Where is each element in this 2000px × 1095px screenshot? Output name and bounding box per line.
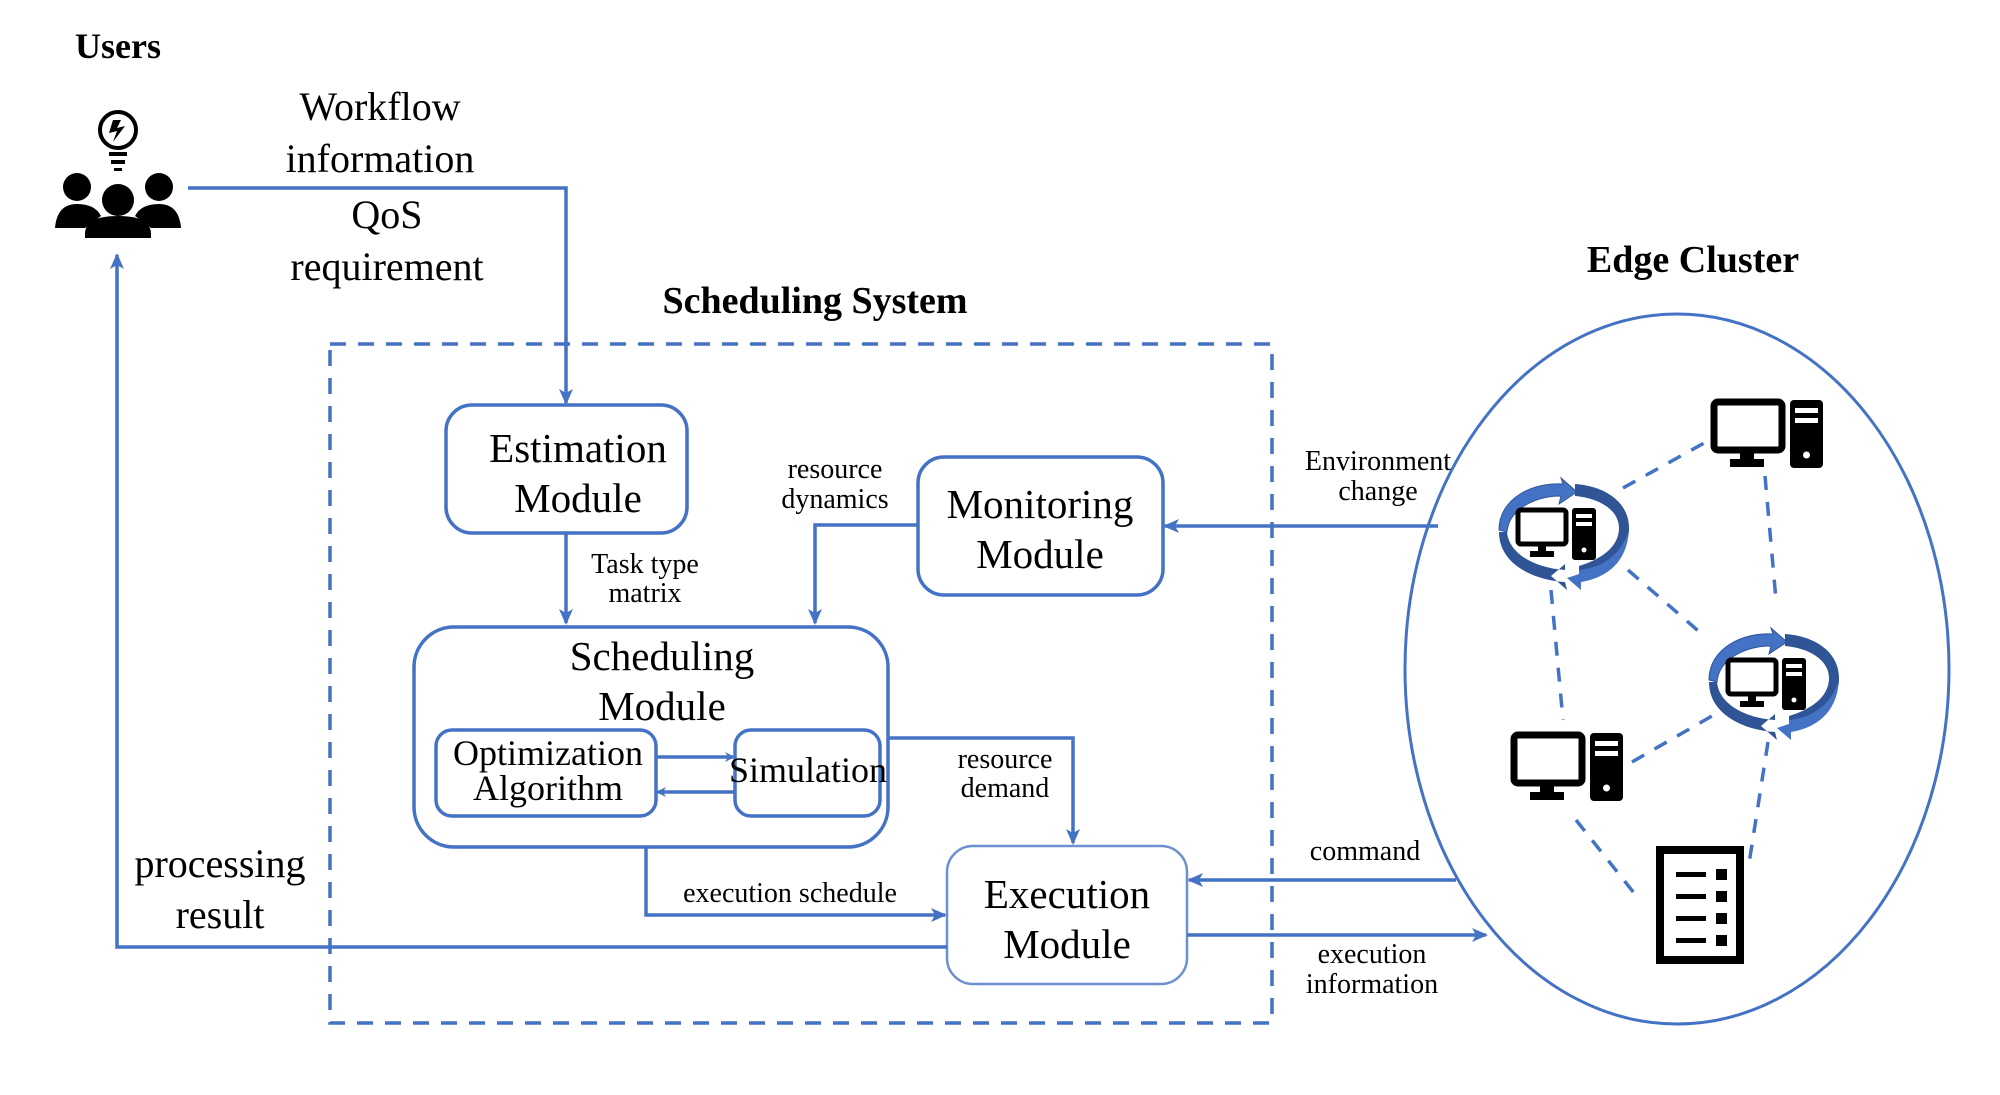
qos-label-1: QoS <box>351 192 422 237</box>
monitoring-module-label-2: Module <box>976 531 1104 577</box>
link-bottomleft-nodeB <box>1631 714 1713 764</box>
edge-cluster-boundary <box>1403 312 1951 1026</box>
link-nodeA-topright <box>1622 440 1707 490</box>
task-type-matrix-label-2: matrix <box>608 578 681 609</box>
execution-module-label-2: Module <box>1003 921 1131 967</box>
resource-dynamics-arrow <box>808 523 918 625</box>
desktop-computer-icon <box>1710 398 1823 468</box>
scheduling-system-title: Scheduling System <box>662 280 967 322</box>
link-topright-nodeB <box>1763 475 1778 601</box>
task-type-matrix-label-1: Task type <box>591 549 699 580</box>
scheduling-module-label-1: Scheduling <box>570 633 754 679</box>
workflow-arrow <box>188 186 573 405</box>
checklist-document-icon <box>1656 846 1744 964</box>
workflow-info-label-1: Workflow <box>299 84 460 129</box>
execution-module-box <box>945 844 1189 986</box>
desktop-computer-icon <box>1510 731 1623 801</box>
execution-schedule-arrow <box>644 847 947 922</box>
resource-dynamics-label-1: resource <box>788 454 883 485</box>
computer-sync-icon <box>1708 626 1839 740</box>
estimation-module-label-1: Estimation <box>489 425 667 471</box>
processing-result-label-2: result <box>176 892 265 937</box>
execution-module-label-1: Execution <box>984 871 1150 917</box>
link-nodeA-nodeB <box>1626 568 1705 637</box>
computer-sync-icon <box>1498 476 1629 590</box>
qos-label-2: requirement <box>290 244 483 289</box>
optimization-algorithm-box <box>434 728 658 818</box>
simulation-box <box>733 728 882 818</box>
edge-cluster-title: Edge Cluster <box>1587 239 1799 281</box>
processing-result-label-1: processing <box>134 841 305 886</box>
resource-demand-arrow <box>888 736 1080 845</box>
monitoring-module-label-1: Monitoring <box>947 481 1134 527</box>
processing-result-arrow <box>110 253 947 949</box>
resource-demand-label-2: demand <box>961 773 1050 804</box>
link-nodeB-document <box>1746 741 1770 871</box>
resource-dynamics-label-2: dynamics <box>781 484 888 515</box>
execution-information-label-1: execution <box>1318 939 1427 970</box>
link-nodeA-bottomleft <box>1549 589 1565 721</box>
environment-change-label-1: Environment <box>1305 446 1451 477</box>
users-title: Users <box>75 26 161 66</box>
simulation-label: Simulation <box>729 750 887 790</box>
execution-information-label-2: information <box>1306 969 1438 1000</box>
link-bottomleft-document <box>1574 818 1640 900</box>
estimation-module-label-2: Module <box>514 475 642 521</box>
resource-demand-label-1: resource <box>958 744 1053 775</box>
command-label: command <box>1310 836 1420 867</box>
execution-schedule-label: execution schedule <box>683 878 897 909</box>
users-group-lightbulb-icon <box>55 110 181 238</box>
optimization-label-1: Optimization <box>453 733 643 773</box>
workflow-info-label-2: information <box>286 136 475 181</box>
scheduling-module-label-2: Module <box>598 683 726 729</box>
optimization-label-2: Algorithm <box>473 768 623 808</box>
environment-change-label-2: change <box>1338 476 1417 507</box>
